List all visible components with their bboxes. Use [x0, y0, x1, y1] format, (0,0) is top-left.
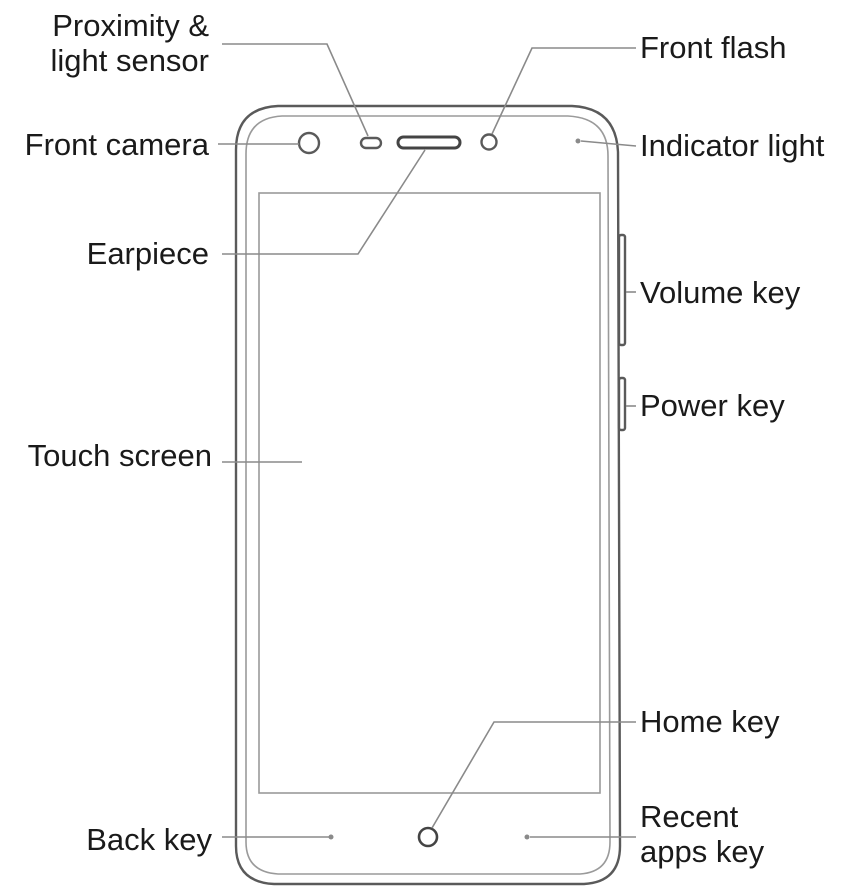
label-front-flash: Front flash: [640, 30, 787, 65]
leader-proximity-sensor: [222, 43, 369, 137]
label-power-key: Power key: [640, 388, 785, 423]
label-touch-screen: Touch screen: [27, 438, 212, 473]
leader-front-flash: [491, 47, 636, 135]
earpiece-icon: [396, 135, 462, 150]
phone-inner-bezel: [245, 115, 611, 875]
label-proximity-sensor: Proximity & light sensor: [50, 8, 209, 78]
volume-key-shape: [617, 233, 627, 347]
phone-body: [234, 104, 627, 886]
home-key-icon: [417, 826, 439, 848]
power-key-shape: [617, 376, 627, 432]
phone-outer-outline: [234, 104, 622, 886]
label-recent-apps-key-line2: apps key: [640, 834, 765, 869]
label-volume-key: Volume key: [640, 275, 801, 310]
front-flash-icon: [480, 133, 498, 151]
back-key-icon: [328, 834, 334, 840]
indicator-light-icon: [575, 138, 581, 144]
label-indicator-light: Indicator light: [640, 128, 825, 163]
leader-earpiece: [222, 149, 426, 255]
label-recent-apps-key-line1: Recent: [640, 799, 739, 834]
label-earpiece: Earpiece: [86, 236, 209, 271]
leader-home-key: [431, 721, 636, 829]
label-proximity-sensor-line2: light sensor: [50, 43, 209, 78]
recent-apps-key-icon: [524, 834, 530, 840]
front-camera-icon: [297, 131, 321, 155]
label-proximity-sensor-line1: Proximity &: [52, 8, 209, 43]
proximity-sensor-icon: [359, 136, 383, 150]
label-front-camera: Front camera: [24, 127, 209, 162]
label-back-key: Back key: [86, 822, 212, 857]
leader-indicator-light: [580, 140, 637, 147]
touch-screen-area: [258, 192, 601, 794]
label-home-key: Home key: [640, 704, 780, 739]
label-recent-apps-key: Recent apps key: [640, 799, 764, 869]
